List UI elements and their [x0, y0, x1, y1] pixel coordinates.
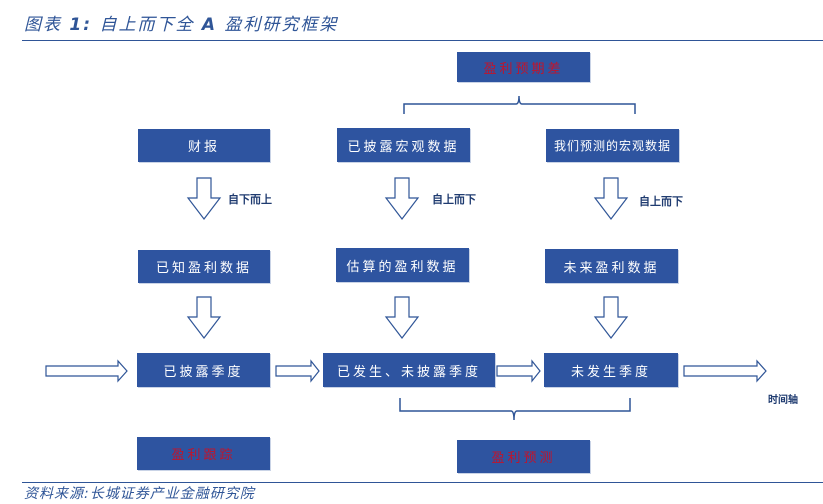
node-disclosed-macro-data: 已披露宏观数据: [337, 128, 470, 162]
down-arrow-top-down-1: [384, 177, 420, 220]
down-arrow-future: [593, 296, 629, 339]
node-label: 估算的盈利数据: [346, 259, 459, 275]
title-suffix: 盈利研究框架: [224, 15, 339, 35]
top-brace: [403, 95, 636, 114]
node-label: 盈利预期差: [483, 61, 564, 77]
title-divider: [22, 40, 823, 41]
right-arrow-timeline: [683, 359, 767, 383]
title-text: 自上而下全: [99, 15, 195, 35]
right-arrow-2: [496, 359, 541, 383]
source-divider: [22, 482, 823, 483]
node-earnings-expectation-gap: 盈利预期差: [457, 52, 590, 82]
label-bottom-up: 自下而上: [228, 193, 272, 206]
node-label: 盈利预测: [491, 451, 556, 466]
node-label: 未发生季度: [570, 364, 651, 380]
node-earnings-tracking: 盈利跟踪: [137, 437, 270, 470]
node-label: 未来盈利数据: [563, 260, 660, 276]
title-prefix: 图表: [24, 15, 62, 35]
node-label: 财报: [187, 140, 220, 155]
node-label: 已披露宏观数据: [347, 139, 460, 155]
node-label: 已披露季度: [163, 364, 244, 380]
label-timeline: 时间轴: [768, 395, 798, 406]
node-known-earnings-data: 已知盈利数据: [138, 250, 270, 283]
node-occurred-undisclosed-quarter: 已发生、未披露季度: [323, 353, 495, 387]
down-arrow-top-down-2: [593, 177, 629, 220]
node-disclosed-quarter: 已披露季度: [137, 353, 270, 387]
node-earnings-forecast: 盈利预测: [457, 440, 590, 473]
right-arrow-1: [275, 359, 320, 383]
bottom-brace: [399, 398, 631, 421]
node-label: 已发生、未披露季度: [336, 364, 481, 380]
node-future-earnings-data: 未来盈利数据: [545, 249, 678, 283]
node-financial-reports: 财报: [138, 129, 270, 162]
label-top-down-1: 自上而下: [432, 193, 476, 206]
label-top-down-2: 自上而下: [639, 195, 683, 208]
node-estimated-earnings-data: 估算的盈利数据: [336, 248, 469, 282]
node-not-occurred-quarter: 未发生季度: [544, 353, 678, 387]
node-our-forecast-macro-data: 我们预测的宏观数据: [546, 129, 679, 162]
right-arrow-start: [45, 359, 128, 383]
figure-title: 图表 1: 自上而下全 A 盈利研究框架: [24, 10, 338, 35]
source-note: 资料来源:长城证券产业金融研究院: [24, 486, 255, 502]
title-bold: A: [201, 15, 218, 35]
down-arrow-bottom-up: [186, 177, 222, 220]
down-arrow-estimated: [384, 296, 420, 339]
node-label: 已知盈利数据: [155, 261, 252, 276]
title-number: 1:: [69, 15, 93, 35]
node-label: 我们预测的宏观数据: [553, 139, 671, 153]
down-arrow-known: [186, 296, 222, 339]
node-label: 盈利跟踪: [171, 448, 236, 463]
